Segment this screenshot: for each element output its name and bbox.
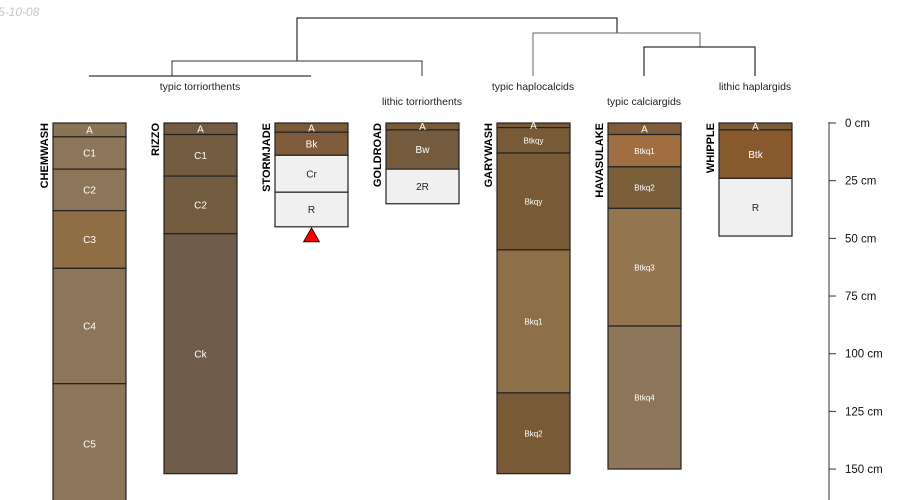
- group-label: lithic torriorthents: [382, 96, 462, 108]
- horizon-label: Btkq1: [634, 147, 655, 156]
- profile-name: STORMJADE: [261, 123, 273, 192]
- axis-tick-label: 25 cm: [845, 176, 876, 188]
- horizon-label: Bkqy: [525, 198, 543, 207]
- horizon-label: C1: [83, 149, 96, 160]
- horizon-label: R: [752, 203, 759, 214]
- horizon: [496, 249, 571, 394]
- group-label: typic haplocalcids: [492, 81, 574, 93]
- horizon-label: C2: [194, 201, 207, 212]
- horizon: [274, 191, 349, 228]
- profile-goldroad: GOLDROAD A Bw 2R: [372, 122, 460, 205]
- horizon: [607, 207, 682, 327]
- horizon-label: A: [419, 122, 426, 133]
- horizon: [607, 325, 682, 470]
- axis-tick-label: 125 cm: [845, 406, 883, 418]
- horizon: [718, 177, 793, 237]
- horizon: [163, 175, 238, 235]
- horizon-label: R: [308, 205, 315, 216]
- horizon-label: C4: [83, 322, 96, 333]
- horizon: [385, 168, 460, 205]
- horizon-label: Bw: [416, 145, 431, 156]
- horizon: [52, 383, 127, 500]
- bedrock-marker-icon: [302, 227, 321, 243]
- dendrogram-branch-argids: [643, 46, 756, 76]
- horizon-label: Bk: [306, 139, 319, 150]
- horizon-boxes: [496, 122, 571, 475]
- horizon: [496, 152, 571, 251]
- horizon-label: C5: [83, 439, 96, 450]
- horizon: [607, 166, 682, 209]
- horizon-label: A: [86, 126, 93, 137]
- horizon: [52, 210, 127, 269]
- dendrogram-branch-right: [532, 32, 701, 76]
- horizon-label: A: [752, 122, 759, 133]
- axis-tick-label: 100 cm: [845, 349, 883, 361]
- horizon-label: C2: [83, 186, 96, 197]
- axis-tick-label: 0 cm: [845, 118, 870, 130]
- horizon-label: Cr: [306, 169, 317, 180]
- date-stamp: 5-10-08: [0, 5, 40, 19]
- horizon-label: C3: [83, 235, 96, 246]
- group-labels: typic torriorthents lithic torriorthents…: [160, 81, 791, 108]
- horizon: [607, 133, 682, 168]
- profile-name: WHIPPLE: [705, 123, 717, 173]
- horizon-label: Ck: [194, 349, 207, 360]
- profile-name: GARYWASH: [483, 123, 495, 187]
- horizon: [718, 129, 793, 179]
- axis-tick-label: 50 cm: [845, 233, 876, 245]
- horizon: [163, 133, 238, 177]
- horizon-label: Bkq2: [524, 429, 543, 438]
- horizon-label: 2R: [416, 182, 429, 193]
- horizon: [163, 233, 238, 475]
- profile-name: HAVASULAKE: [594, 123, 606, 198]
- axis-tick-label: 150 cm: [845, 464, 883, 476]
- horizon-label: A: [197, 124, 204, 135]
- horizon: [496, 392, 571, 475]
- group-label: typic calciargids: [607, 96, 681, 108]
- horizon-label: Btk: [748, 150, 763, 161]
- horizon: [52, 168, 127, 212]
- depth-axis: 0 cm 25 cm 50 cm 75 cm 100 cm 125 cm 150 cm: [828, 118, 883, 500]
- dendrogram: [89, 17, 756, 77]
- group-label: typic torriorthents: [160, 81, 241, 93]
- horizon-label: A: [308, 123, 315, 134]
- horizon-label: Btkqy: [523, 136, 543, 145]
- horizon-label: A: [530, 121, 537, 132]
- dendrogram-root: [296, 17, 618, 61]
- profile-name: GOLDROAD: [372, 123, 384, 187]
- horizon-boxes: [385, 122, 460, 205]
- horizon: [385, 129, 460, 170]
- profile-name: RIZZO: [150, 123, 162, 156]
- horizon-label: Bkq1: [524, 318, 543, 327]
- horizon-labels: A Bw 2R: [416, 122, 431, 193]
- horizon-boxes: [718, 122, 793, 237]
- horizon-boxes: [163, 122, 238, 475]
- horizon-boxes: [274, 122, 349, 228]
- horizon-label: Btkq2: [634, 184, 655, 193]
- dendrogram-branch-left: [171, 60, 423, 76]
- horizon-boxes: [607, 122, 682, 470]
- group-label: lithic haplargids: [719, 81, 791, 93]
- horizon: [274, 154, 349, 193]
- horizon-label: C1: [194, 151, 207, 162]
- profile-name: CHEMWASH: [39, 123, 51, 188]
- horizon-boxes: [52, 122, 127, 500]
- axis-tick-label: 75 cm: [845, 291, 876, 303]
- horizon-label: Btkq3: [634, 263, 655, 272]
- horizon-label: A: [641, 124, 648, 135]
- horizon-label: Btkq4: [634, 394, 655, 403]
